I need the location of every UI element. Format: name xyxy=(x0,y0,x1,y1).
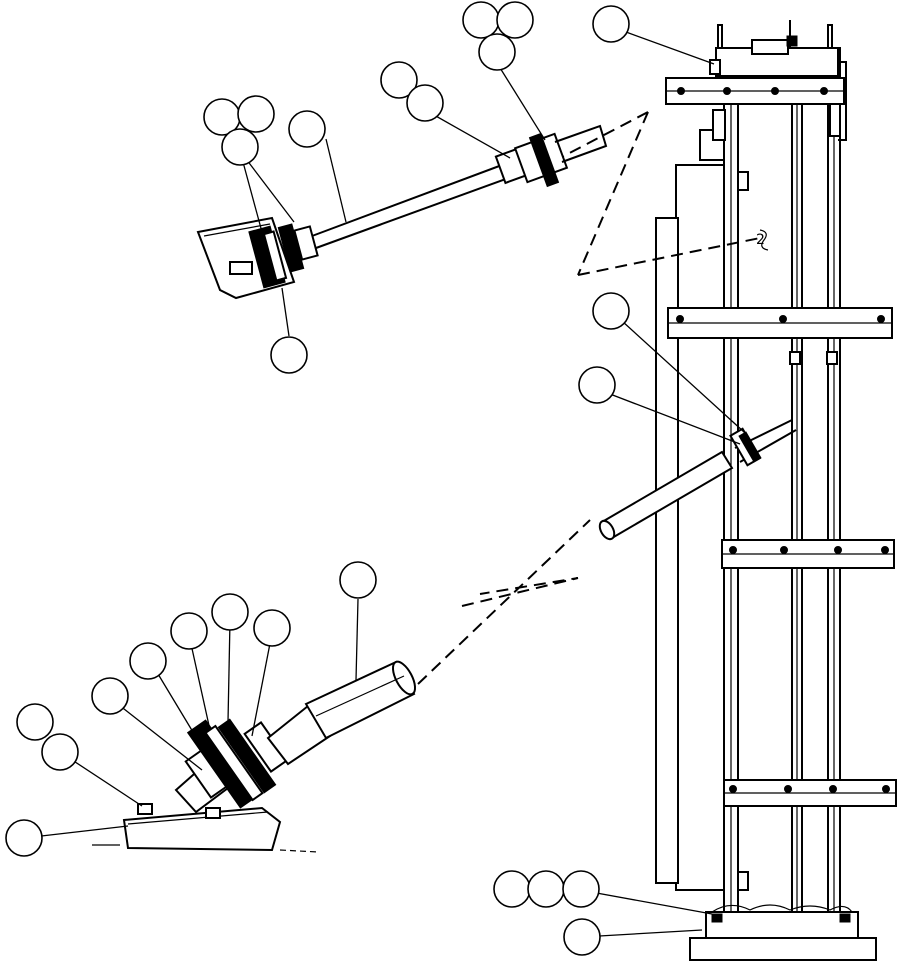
callout-16 xyxy=(170,612,208,650)
callout-12 xyxy=(592,292,630,330)
upper-detail xyxy=(196,124,608,300)
strap-upper xyxy=(667,307,893,339)
callout-24 xyxy=(527,870,565,908)
callout-5 xyxy=(380,61,418,99)
strap-middle xyxy=(721,539,895,569)
strap-lower xyxy=(723,779,897,807)
callout-19 xyxy=(91,677,129,715)
callout-20 xyxy=(16,703,54,741)
callout-21 xyxy=(41,733,79,771)
callout-23 xyxy=(493,870,531,908)
detail-wedge-bottom xyxy=(461,577,579,607)
marker-squiggle xyxy=(759,229,769,251)
radiator-cap xyxy=(751,39,789,55)
callout-14 xyxy=(339,561,377,599)
callout-leaders xyxy=(23,31,745,938)
callout-6 xyxy=(406,84,444,122)
shroud-panel xyxy=(675,164,729,891)
marker-label: 2 xyxy=(756,232,765,248)
callout-8 xyxy=(237,95,275,133)
callout-13 xyxy=(578,366,616,404)
callout-17 xyxy=(253,609,291,647)
callout-26 xyxy=(563,918,601,956)
callout-10 xyxy=(288,110,326,148)
radiator-assembly xyxy=(559,20,897,961)
callout-4 xyxy=(592,5,630,43)
dash-connector xyxy=(417,519,591,685)
callout-22 xyxy=(5,819,43,857)
lower-detail xyxy=(92,660,417,853)
callout-9 xyxy=(221,128,259,166)
callout-3 xyxy=(478,33,516,71)
base-mount xyxy=(689,904,877,961)
detail-wedge-top xyxy=(559,111,761,276)
callout-1 xyxy=(462,1,500,39)
strap-top xyxy=(665,77,845,105)
lower-hose-radiator xyxy=(598,419,797,541)
callout-25 xyxy=(562,870,600,908)
callout-11 xyxy=(270,336,308,374)
callout-circles xyxy=(5,1,630,956)
callout-15 xyxy=(211,593,249,631)
fan-guard-edge xyxy=(655,217,679,884)
callout-18 xyxy=(129,642,167,680)
callout-2 xyxy=(496,1,534,39)
